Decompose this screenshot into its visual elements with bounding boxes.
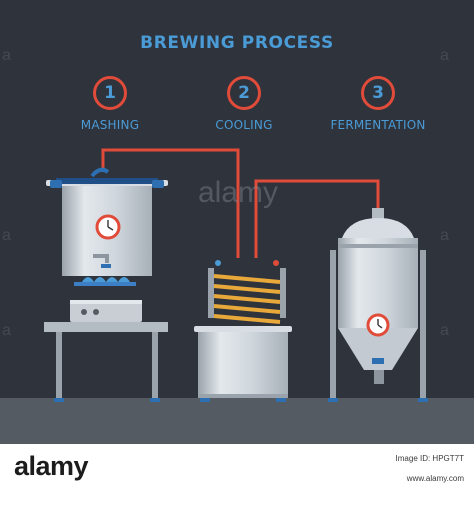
- mash-pot-handle: [90, 167, 110, 178]
- diagram-canvas: a a a a a a: [0, 0, 474, 444]
- mash-tap-icon: [93, 254, 109, 258]
- step-3-badge: 3: [361, 76, 395, 110]
- cooling-unit: [194, 260, 292, 402]
- red-pipes: [101, 148, 380, 258]
- step-3-label: FERMENTATION: [330, 118, 426, 132]
- floor: [0, 398, 474, 444]
- svg-text:a: a: [2, 322, 11, 339]
- fermenter-valve-icon: [374, 370, 384, 384]
- pipe-coil-to-fermenter: [254, 179, 380, 258]
- step-2-badge: 2: [227, 76, 261, 110]
- burner: [70, 277, 142, 322]
- hot-indicator-icon: [273, 260, 279, 266]
- pipe-mash-to-coil: [101, 148, 240, 258]
- svg-text:a: a: [440, 227, 449, 244]
- cold-indicator-icon: [215, 260, 221, 266]
- mash-pot: [46, 167, 168, 276]
- footer-bar: alamy Image ID: HPGT7T www.alamy.com: [0, 444, 474, 506]
- brand-logo: alamy: [14, 451, 89, 481]
- step-1-label: MASHING: [80, 118, 140, 132]
- step-2-label: COOLING: [215, 118, 273, 132]
- cooling-coil: [213, 274, 281, 324]
- watermark-pattern: a a a a a a: [2, 47, 449, 339]
- svg-text:a: a: [440, 47, 449, 64]
- step-1-badge: 1: [93, 76, 127, 110]
- flame-icon: [82, 277, 130, 282]
- svg-text:a: a: [2, 227, 11, 244]
- svg-text:a: a: [440, 322, 449, 339]
- table: [44, 322, 168, 402]
- diagram-title: BREWING PROCESS: [140, 33, 334, 53]
- svg-text:a: a: [2, 47, 11, 64]
- watermark: alamy: [198, 176, 279, 209]
- site-link[interactable]: www.alamy.com: [406, 474, 464, 483]
- image-id-text: Image ID: HPGT7T: [395, 454, 464, 463]
- fermenter: [328, 208, 428, 402]
